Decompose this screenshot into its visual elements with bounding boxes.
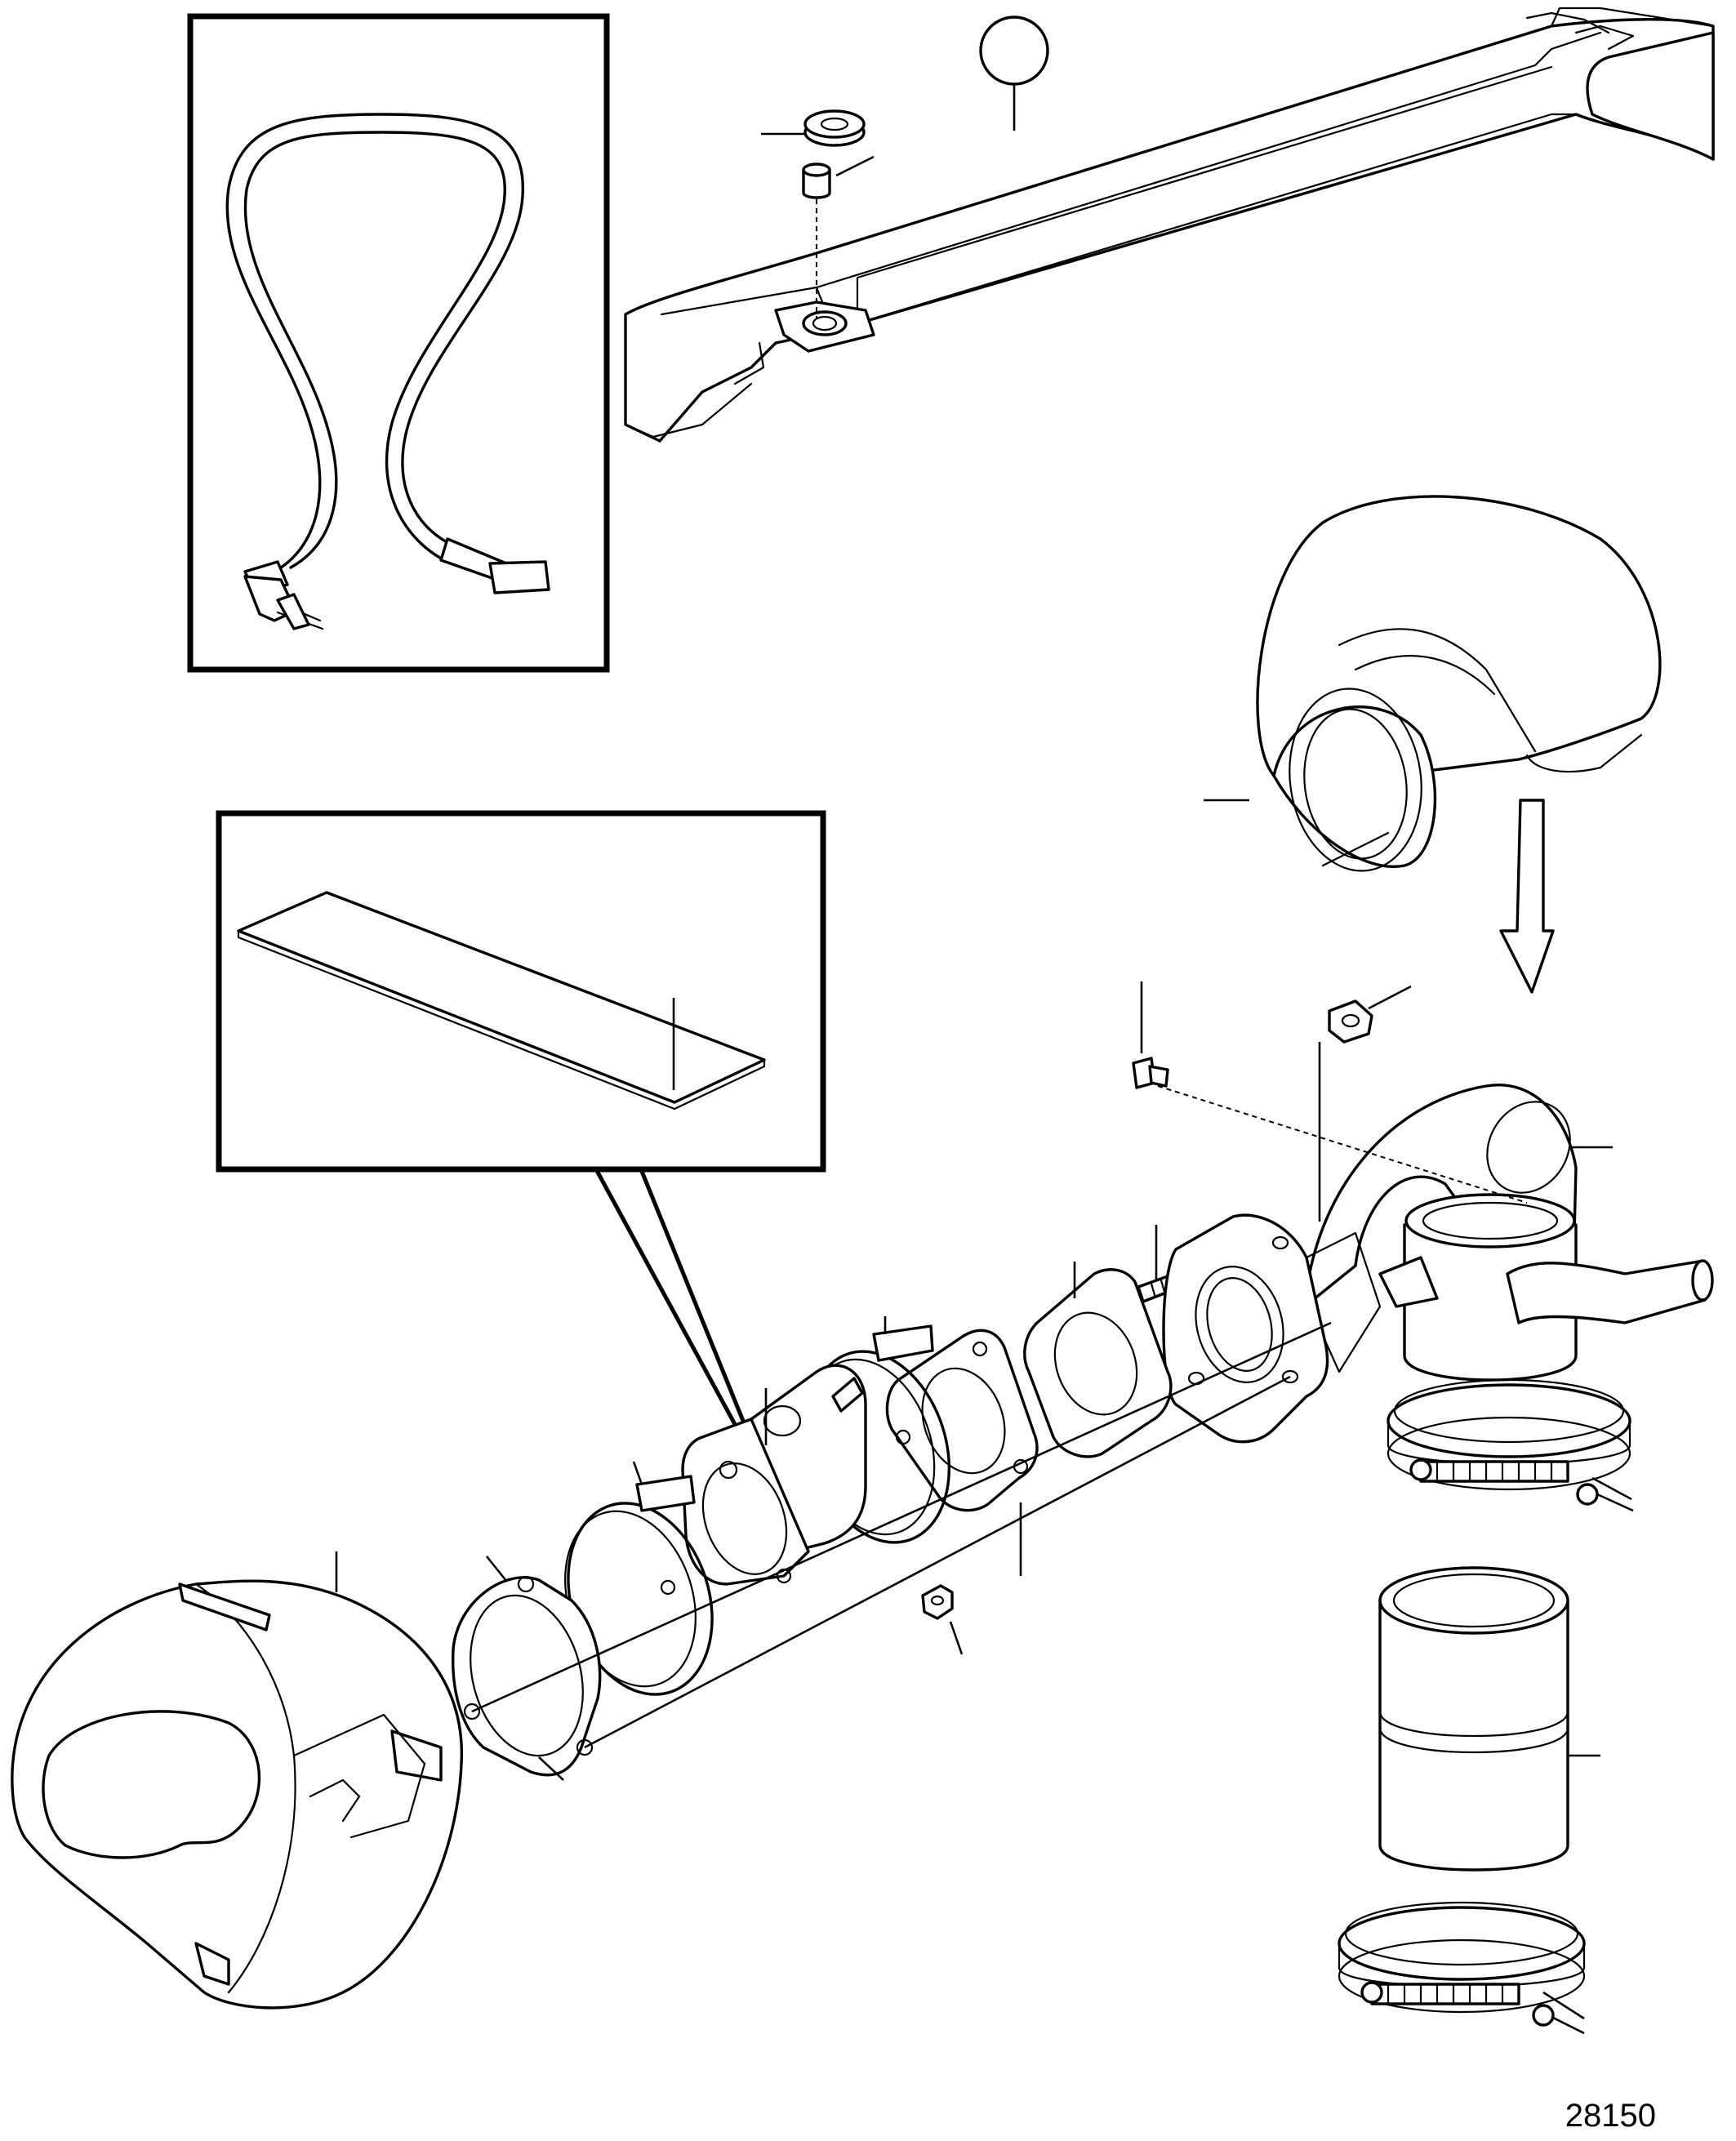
- riser-gasket: [1023, 1262, 1173, 1458]
- inset-insulation-tape: [216, 810, 826, 1439]
- hose-clamp-lower-right: [1338, 1901, 1586, 2035]
- turbo-heat-shield: [11, 1551, 464, 2010]
- figure-number: 28150: [1565, 2098, 1656, 2134]
- inset-sensor-cable: [187, 13, 610, 673]
- heat-shield-rail: [624, 7, 1715, 443]
- arrow-down-icon: [1499, 799, 1555, 994]
- nut: [1318, 985, 1412, 1222]
- exhaust-adapter: [1162, 1213, 1382, 1444]
- rubber-grommet: [761, 109, 866, 147]
- part-callout-circle: [979, 16, 1049, 86]
- nut-lower: [921, 1584, 964, 1655]
- bolt: [1132, 981, 1169, 1089]
- insulation-tape-icon: [237, 891, 766, 1104]
- exhaust-hose: [1378, 1566, 1600, 1872]
- exhaust-elbow: [1157, 1084, 1714, 1382]
- spacer-sleeve: [802, 155, 875, 318]
- gasket-left: [451, 1556, 602, 1777]
- exhaust-elbow-cover: [1204, 495, 1662, 872]
- turbo-adapter: [660, 1364, 867, 1596]
- sensor-cable-icon: [225, 113, 550, 630]
- hose-clamp-upper-right: [1387, 1378, 1634, 1512]
